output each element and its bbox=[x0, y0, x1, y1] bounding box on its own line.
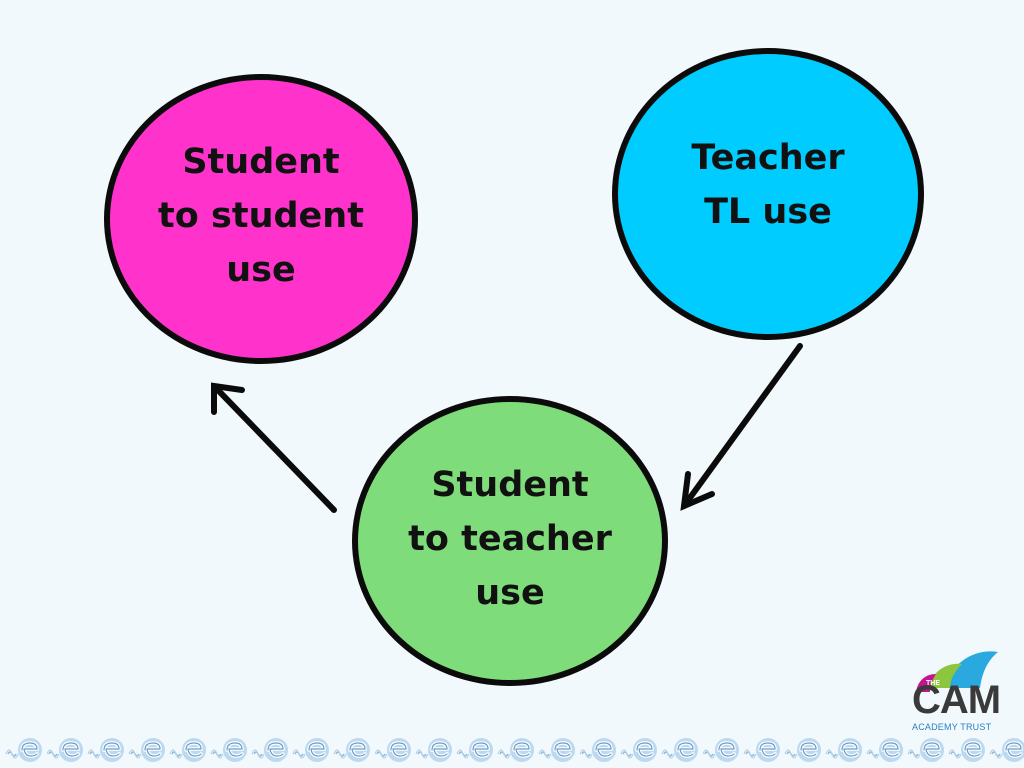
arrow-student-to-teacher-to-student-to-student bbox=[211, 382, 337, 513]
e-speech-waves-icon bbox=[333, 738, 370, 762]
e-speech-waves-icon bbox=[5, 738, 42, 762]
logo-the-text: THE bbox=[926, 680, 940, 687]
footer-decorative-strip bbox=[0, 732, 1024, 768]
node-label: Student to teacher use bbox=[408, 465, 612, 613]
e-speech-waves-icon bbox=[210, 738, 247, 762]
e-speech-waves-icon bbox=[579, 738, 616, 762]
e-speech-waves-icon bbox=[948, 738, 985, 762]
e-speech-waves-icon bbox=[784, 738, 821, 762]
node-label: Teacher TL use bbox=[691, 138, 845, 232]
e-speech-waves-icon bbox=[825, 738, 862, 762]
e-speech-waves-icon bbox=[128, 738, 165, 762]
logo-swoosh-icon bbox=[916, 651, 998, 692]
e-speech-waves-icon bbox=[169, 738, 206, 762]
e-speech-waves-icon bbox=[620, 738, 657, 762]
node-student-to-teacher-use: Student to teacher use bbox=[352, 396, 668, 686]
e-speech-waves-icon bbox=[415, 738, 452, 762]
e-speech-waves-icon bbox=[907, 738, 944, 762]
node-student-to-student-use: Student to student use bbox=[104, 74, 418, 364]
node-label: Student to student use bbox=[158, 142, 364, 290]
e-speech-waves-icon bbox=[46, 738, 83, 762]
e-speech-waves-icon bbox=[538, 738, 575, 762]
e-speech-waves-icon bbox=[743, 738, 780, 762]
e-speech-waves-icon bbox=[292, 738, 329, 762]
node-teacher-tl-use: Teacher TL use bbox=[612, 48, 924, 340]
e-speech-waves-icon bbox=[87, 738, 124, 762]
e-speech-waves-icon bbox=[661, 738, 698, 762]
arrow-teacher-to-student-to-teacher bbox=[680, 343, 803, 511]
e-speech-waves-icon bbox=[866, 738, 903, 762]
e-speech-waves-icon bbox=[702, 738, 739, 762]
logo-name-text: CAM bbox=[912, 678, 1001, 722]
logo-subtitle-text: ACADEMY TRUST bbox=[912, 722, 992, 732]
e-speech-waves-icon bbox=[456, 738, 493, 762]
e-speech-waves-icon bbox=[374, 738, 411, 762]
e-speech-waves-icon bbox=[989, 738, 1024, 762]
e-speech-waves-icon bbox=[251, 738, 288, 762]
cam-academy-trust-logo: THE CAM ACADEMY TRUST bbox=[906, 644, 1006, 740]
e-speech-waves-icon bbox=[497, 738, 534, 762]
